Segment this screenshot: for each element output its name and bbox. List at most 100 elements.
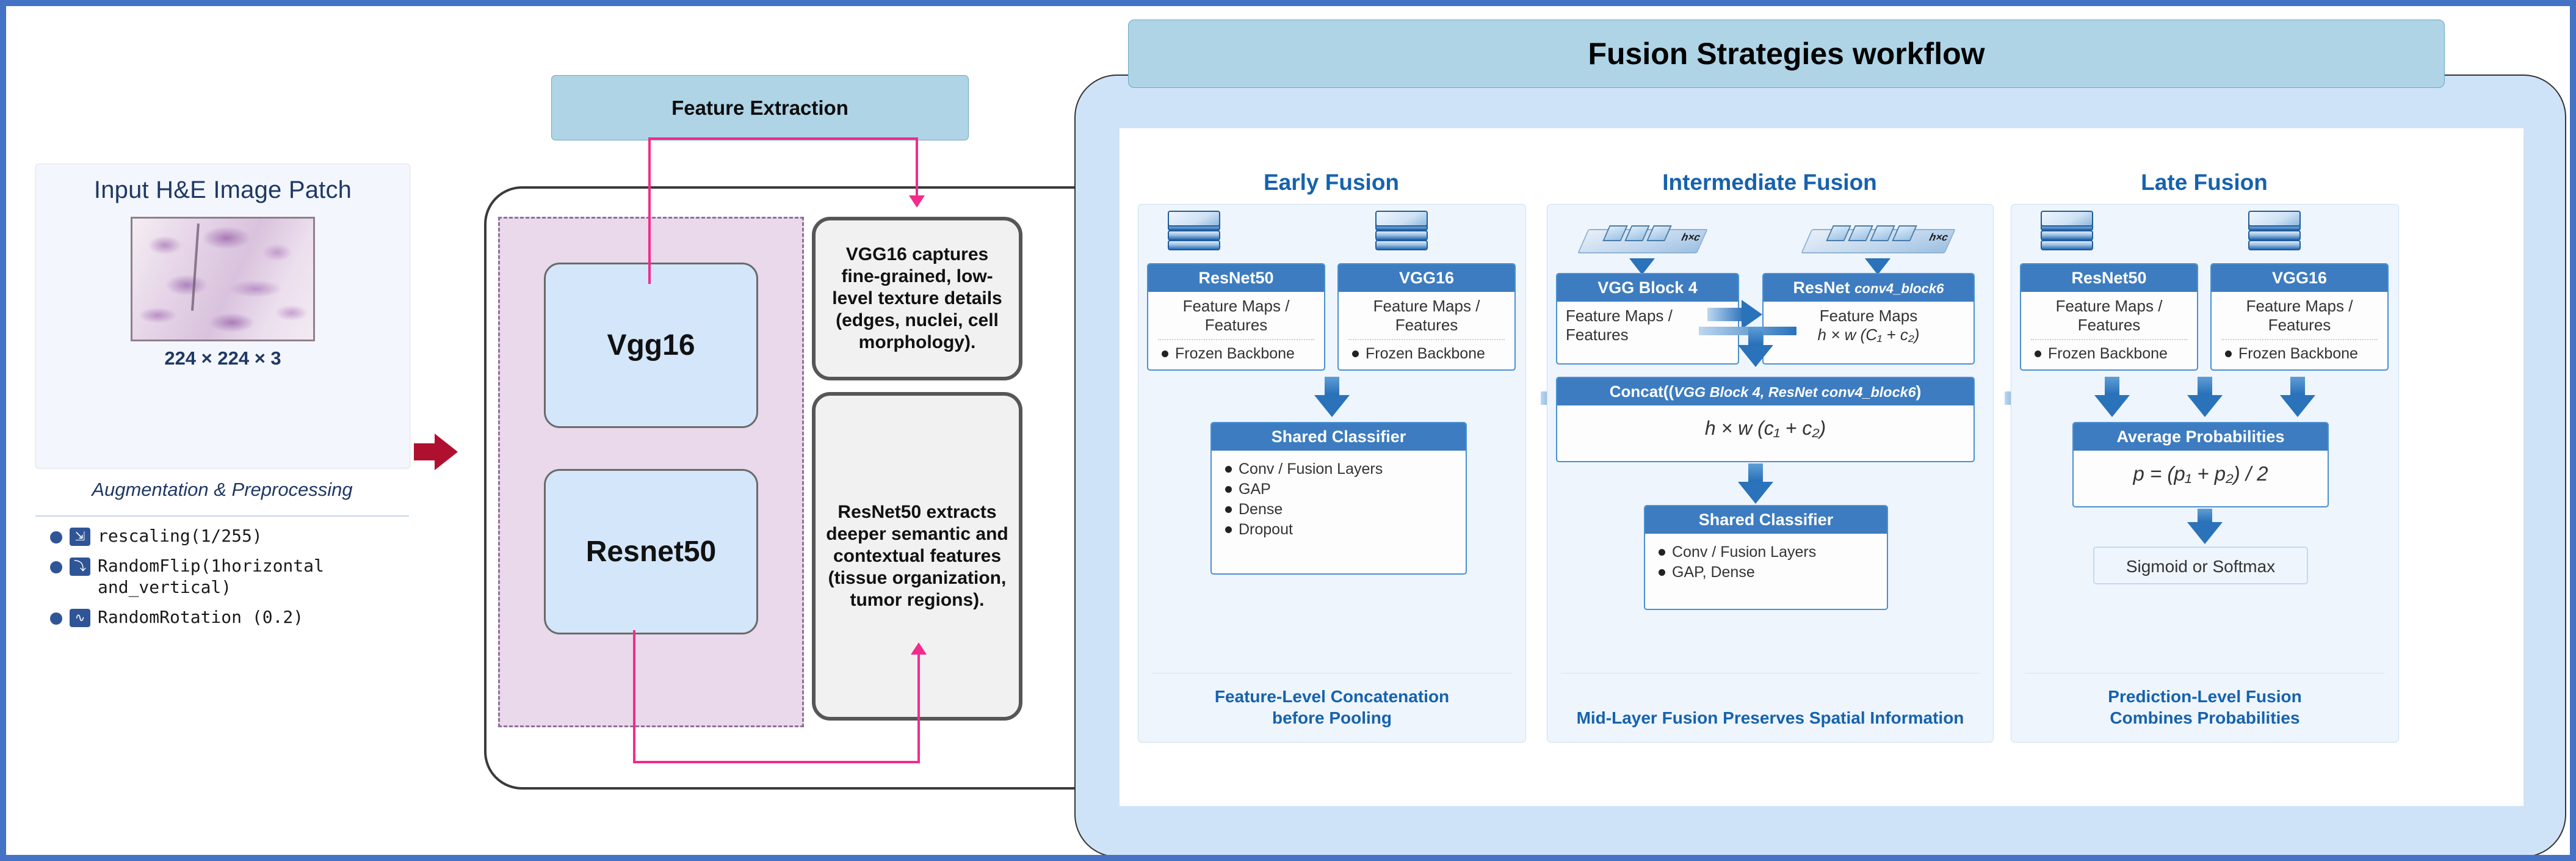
shared-classifier-card-intermediate[interactable]: Shared Classifier Conv / Fusion Layers G…	[1644, 505, 1888, 610]
down-arrow-icon	[2187, 509, 2223, 544]
backbone-line2: Features	[1204, 316, 1268, 335]
connector-vgg-horizontal	[648, 137, 917, 140]
model-box-resnet50[interactable]: Resnet50	[544, 469, 758, 634]
backbone-card-vgg16[interactable]: VGG16 Feature Maps / Features Frozen Bac…	[2210, 263, 2389, 371]
footer-line1: Mid-Layer Fusion Preserves Spatial Infor…	[1576, 708, 1964, 727]
bullet-icon	[1225, 485, 1232, 493]
divider	[1348, 339, 1505, 341]
classifier-item: Dropout	[1239, 521, 1293, 538]
augmentation-label: rescaling(1/255)	[98, 526, 262, 546]
augmentation-label: RandomRotation (0.2)	[98, 607, 304, 627]
footer-line2: Combines Probabilities	[2110, 708, 2300, 727]
backbone-name: ResNet50	[2021, 264, 2197, 292]
feature-map-plate-icon: h×c	[1577, 216, 1708, 261]
augmentation-divider	[35, 515, 409, 517]
bullet-icon	[1162, 350, 1168, 357]
feature-map-plate-icon: h×c	[1801, 216, 1956, 261]
flip-icon: ⤵	[70, 558, 90, 576]
column-footer-early: Feature-Level Concatenation before Pooli…	[1138, 686, 1525, 728]
histology-texture	[132, 219, 313, 340]
shared-classifier-card-early[interactable]: Shared Classifier Conv / Fusion Layers G…	[1210, 422, 1467, 575]
bullet-icon	[1659, 548, 1665, 556]
divider	[2221, 339, 2378, 341]
connector-res-rise	[917, 653, 920, 763]
backbone-name: ResNet50	[1148, 264, 1324, 292]
column-title-intermediate: Intermediate Fusion	[1662, 170, 1877, 195]
backbone-card-resnet50[interactable]: ResNet50 Feature Maps / Features Frozen …	[1147, 263, 1325, 371]
input-image-card: Input H&E Image Patch 224 × 224 × 3	[35, 164, 410, 468]
average-probabilities-formula: p = (p₁ + p₂) / 2	[2133, 462, 2268, 485]
classifier-item: Dense	[1239, 501, 1283, 518]
down-arrow-icon	[1629, 258, 1655, 275]
augmentation-title: Augmentation & Preprocessing	[92, 479, 353, 500]
layer-stack-icon	[2248, 211, 2304, 256]
classifier-item: GAP, Dense	[1672, 564, 1755, 581]
connector-vgg-arrowhead-icon	[909, 195, 925, 208]
backbone-line2: Features	[2077, 316, 2141, 335]
augmentation-label: RandomFlip(1horizontal and_vertical)	[98, 556, 324, 597]
bullet-icon	[1225, 465, 1232, 473]
down-arrow-icon	[1738, 327, 1773, 367]
rescale-icon: ⇲	[70, 528, 90, 546]
concat-card[interactable]: Concat((VGG Block 4, ResNet conv4_block6…	[1556, 377, 1975, 462]
backbone-line1: Feature Maps /	[1373, 297, 1480, 315]
connector-res-arrowhead-icon	[911, 642, 927, 655]
average-probabilities-card[interactable]: Average Probabilities p = (p₁ + p₂) / 2	[2072, 422, 2329, 507]
down-arrow-icon	[1738, 463, 1773, 504]
column-early-fusion: Early Fusion ResNet50 Feature Maps / Fea…	[1138, 170, 1526, 768]
down-arrow-icon	[1865, 258, 1890, 275]
average-probabilities-title: Average Probabilities	[2074, 423, 2328, 451]
divider	[2025, 673, 2385, 674]
connector-res-vertical	[633, 630, 635, 763]
concat-formula: h × w (c₁ + c₂)	[1704, 417, 1826, 439]
block-line1: Feature Maps	[1819, 307, 1918, 325]
concat-title-end: )	[1916, 382, 1922, 401]
model-box-vgg16[interactable]: Vgg16	[544, 263, 758, 428]
he-image-patch	[131, 217, 315, 341]
footer-line2: before Pooling	[1272, 708, 1392, 727]
backbone-line1: Feature Maps /	[2055, 297, 2163, 315]
block-name: ResNet conv4_block6	[1764, 274, 1974, 302]
bullet-icon	[1659, 569, 1665, 576]
backbone-name: VGG16	[2212, 264, 2387, 292]
shared-classifier-title: Shared Classifier	[1645, 506, 1887, 534]
footer-line1: Prediction-Level Fusion	[2108, 687, 2302, 706]
block-card-resnet-conv4[interactable]: ResNet conv4_block6 Feature Maps h × w (…	[1762, 273, 1975, 365]
connector-res-horizontal	[633, 761, 920, 763]
column-footer-intermediate: Mid-Layer Fusion Preserves Spatial Infor…	[1547, 707, 1993, 728]
note-resnet50: ResNet50 extracts deeper semantic and co…	[812, 392, 1022, 721]
column-late-fusion: Late Fusion ResNet50 Feature Maps / Feat…	[2011, 170, 2399, 768]
column-title-late: Late Fusion	[2141, 170, 2268, 195]
fusion-columns-wrapper: Early Fusion ResNet50 Feature Maps / Fea…	[1120, 128, 2524, 806]
list-item: ∿ RandomRotation (0.2)	[44, 606, 409, 628]
divider	[2031, 339, 2187, 341]
backbone-line2: Features	[2268, 316, 2331, 335]
backbone-note: Frozen Backbone	[2238, 345, 2358, 363]
bullet-icon	[50, 561, 62, 573]
activation-card[interactable]: Sigmoid or Softmax	[2093, 547, 2308, 584]
block-name: VGG Block 4	[1557, 274, 1738, 302]
column-intermediate-fusion: Intermediate Fusion h×c h×c VGG Block 4	[1547, 170, 1994, 768]
column-body-intermediate: h×c h×c VGG Block 4 Feature Maps / Featu…	[1547, 204, 1994, 743]
bullet-icon	[1225, 506, 1232, 513]
note-vgg16: VGG16 captures fine-grained, low-level t…	[812, 217, 1022, 380]
layer-stack-icon	[1168, 211, 1224, 256]
backbone-line1: Feature Maps /	[1182, 297, 1290, 315]
bullet-icon	[2225, 350, 2232, 357]
divider	[1152, 673, 1512, 674]
bullet-icon	[1352, 350, 1359, 357]
divider	[1561, 673, 1980, 674]
backbone-card-resnet50[interactable]: ResNet50 Feature Maps / Features Frozen …	[2020, 263, 2198, 371]
backbone-card-vgg16[interactable]: VGG16 Feature Maps / Features Frozen Bac…	[1337, 263, 1516, 371]
block-line2: Features	[1566, 325, 1629, 344]
footer-line1: Feature-Level Concatenation	[1214, 687, 1450, 706]
activation-label: Sigmoid or Softmax	[2126, 557, 2276, 576]
column-footer-late: Prediction-Level Fusion Combines Probabi…	[2011, 686, 2398, 728]
block-name-plain: ResNet	[1793, 278, 1850, 297]
down-arrow-icon	[2280, 377, 2315, 417]
rotation-icon: ∿	[70, 609, 90, 627]
list-item: ⤵ RandomFlip(1horizontal and_vertical)	[44, 555, 409, 598]
concat-title-plain: Concat((	[1609, 382, 1674, 401]
bullet-icon	[50, 531, 62, 543]
